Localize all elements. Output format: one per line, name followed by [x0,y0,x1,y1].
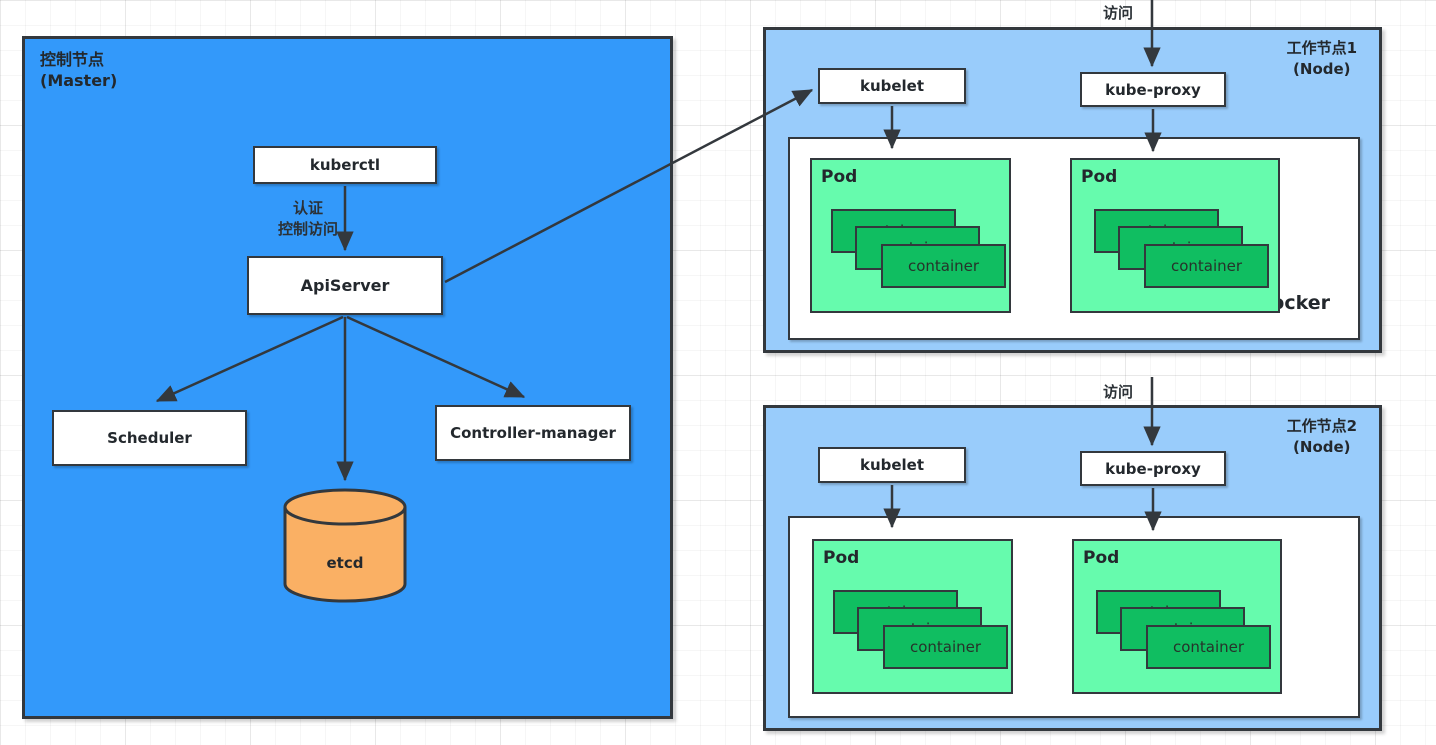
scheduler-label: Scheduler [107,429,192,447]
container-box-front: container [1146,625,1271,669]
auth-edge-label: 认证 控制访问 [277,199,338,238]
kube-proxy-box-node2: kube-proxy [1080,451,1226,486]
kuberctl-box: kuberctl [253,146,437,184]
kube-proxy-label-node2: kube-proxy [1105,459,1201,478]
controller-manager-box: Controller-manager [435,405,631,461]
kubelet-label-node1: kubelet [859,77,925,95]
docker-box-node2: Pod container container container Pod co… [788,516,1360,718]
database-cylinder-icon [283,488,407,603]
container-box-front: container [881,244,1006,288]
kubelet-box-node2: kubelet [818,447,966,483]
master-node-box: 控制节点 (Master) [22,36,673,719]
pod-label-node1-b: Pod [1081,167,1118,187]
access-label-node2: 访问 [1103,383,1134,401]
kuberctl-label: kuberctl [309,156,381,174]
controller-manager-label: Controller-manager [450,424,616,442]
pod-label-node1-a: Pod [821,167,858,187]
master-title: 控制节点 (Master) [40,50,118,90]
worker-node-1-title: 工作节点1 (Node) [1286,39,1357,78]
pod-box-node2-a: Pod container container container [812,539,1013,694]
container-box-front: container [1144,244,1269,288]
pod-box-node1-b: Pod container container container [1070,158,1280,313]
pod-box-node2-b: Pod container container container [1072,539,1282,694]
worker-node-2-title: 工作节点2 (Node) [1286,417,1357,456]
apiserver-label: ApiServer [300,276,390,295]
kube-proxy-label-node1: kube-proxy [1105,80,1201,99]
docker-box-node1: Docker Pod container container container… [788,137,1360,340]
kubelet-box-node1: kubelet [818,68,966,104]
pod-label-node2-a: Pod [823,548,860,568]
kubelet-label-node2: kubelet [859,456,925,474]
access-label-node1: 访问 [1103,4,1134,22]
apiserver-box: ApiServer [247,256,443,315]
container-box-front: container [883,625,1008,669]
etcd-label: etcd [326,554,364,572]
pod-box-node1-a: Pod container container container [810,158,1011,313]
scheduler-box: Scheduler [52,410,247,466]
etcd-cylinder: etcd [282,488,408,603]
pod-label-node2-b: Pod [1083,548,1120,568]
kube-proxy-box-node1: kube-proxy [1080,72,1226,107]
